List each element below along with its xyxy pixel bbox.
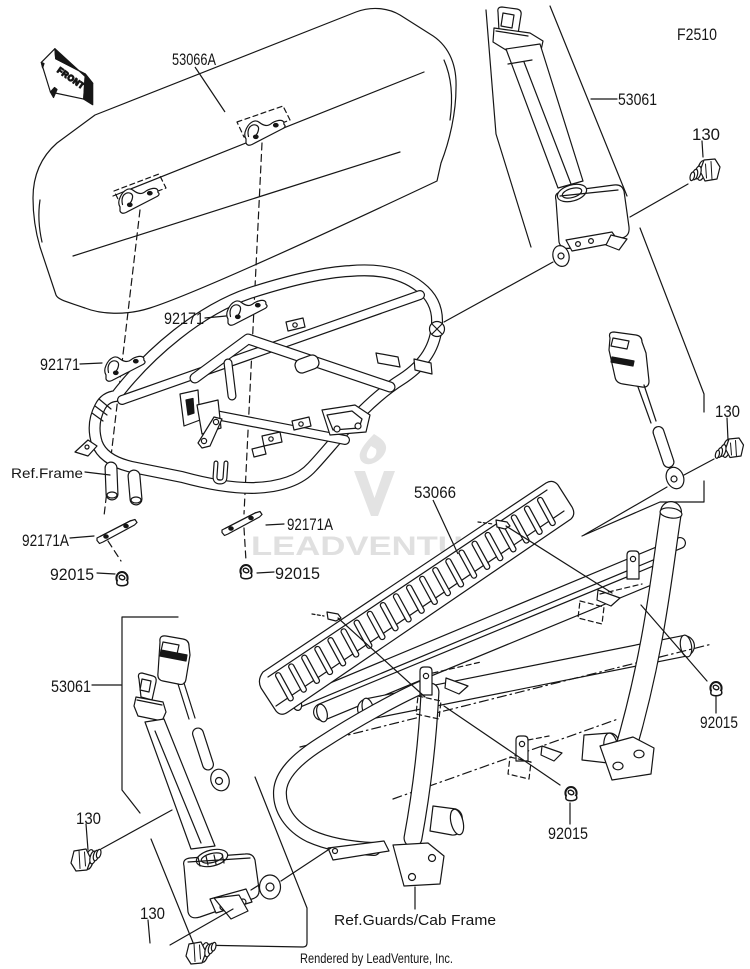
svg-text:92171: 92171 (40, 355, 80, 374)
svg-text:53061: 53061 (51, 677, 91, 696)
svg-text:Rendered by LeadVenture, Inc.: Rendered by LeadVenture, Inc. (300, 950, 453, 966)
svg-text:92015: 92015 (50, 565, 94, 584)
svg-text:92015: 92015 (275, 564, 320, 583)
svg-text:53061: 53061 (618, 90, 657, 109)
svg-text:53066A: 53066A (172, 50, 216, 69)
svg-text:Ref.Frame: Ref.Frame (11, 465, 83, 481)
svg-text:92015: 92015 (700, 713, 738, 732)
svg-text:130: 130 (140, 904, 165, 923)
svg-text:F2510: F2510 (677, 25, 717, 44)
svg-text:130: 130 (76, 809, 101, 828)
svg-text:92171A: 92171A (22, 531, 70, 550)
svg-text:53066: 53066 (414, 483, 456, 502)
svg-text:92171A: 92171A (287, 515, 334, 534)
svg-text:Ref.Guards/Cab Frame: Ref.Guards/Cab Frame (334, 912, 496, 929)
svg-text:130: 130 (715, 402, 740, 421)
svg-text:92171: 92171 (164, 309, 204, 328)
svg-text:92015: 92015 (548, 824, 588, 843)
svg-text:130: 130 (692, 125, 720, 144)
